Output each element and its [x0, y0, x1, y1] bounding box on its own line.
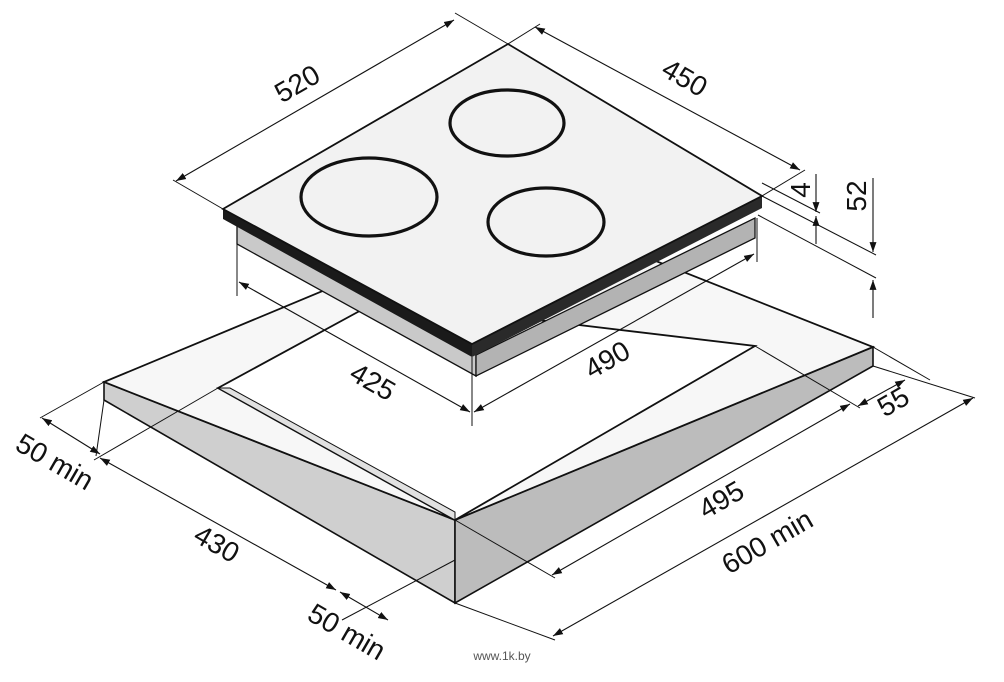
label-side-offset: 55: [872, 381, 914, 423]
cutout-inner-edge: [216, 387, 456, 521]
label-hob-width: 450: [657, 53, 713, 103]
label-total-height: 52: [841, 180, 872, 211]
label-cutout-depth: 425: [345, 357, 401, 407]
label-hob-depth: 520: [269, 59, 325, 109]
watermark-text: www.1k.by: [472, 649, 530, 663]
label-cutout-width: 490: [579, 335, 635, 385]
countertop-right-face: [454, 345, 874, 605]
dimension-lines: [39, 12, 976, 641]
label-front-clearance: 50 min: [11, 427, 99, 496]
label-rear-clearance: 50 min: [303, 597, 391, 666]
label-glass-thickness: 4: [785, 182, 816, 198]
label-cutout-span: 495: [693, 475, 749, 525]
label-countertop-left-depth: 430: [189, 519, 245, 569]
